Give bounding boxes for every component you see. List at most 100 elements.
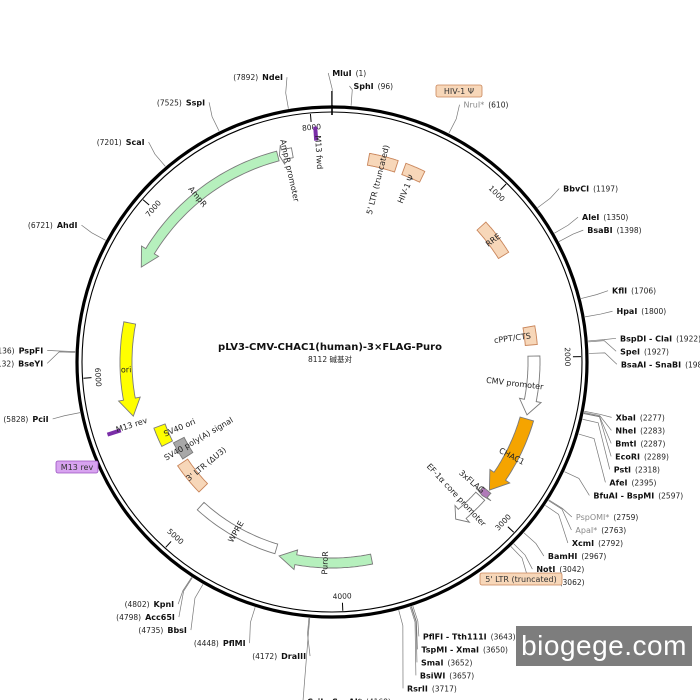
site-label: AfeI (2395) bbox=[609, 478, 656, 487]
tick-label: 8000 bbox=[302, 122, 322, 133]
site-label: AleI(1350) bbox=[582, 213, 628, 222]
site-position: (4448) bbox=[194, 639, 219, 648]
site-label: (6132)BseYI bbox=[0, 359, 43, 368]
site-rsrii: RsrII(3717) bbox=[398, 610, 457, 693]
feature-shape bbox=[476, 221, 510, 260]
site-name: ScaI bbox=[126, 138, 145, 147]
site-leader bbox=[412, 605, 420, 637]
site-position: (610) bbox=[488, 101, 508, 110]
feature-shape bbox=[278, 144, 294, 165]
feature-label: M13 fwd bbox=[313, 135, 324, 169]
site-name: PspOMI* bbox=[576, 513, 610, 522]
site-name: BbvCI bbox=[563, 185, 589, 194]
feature-chac1: CHAC1 bbox=[488, 416, 535, 491]
site-label: (4735)BbsI bbox=[138, 626, 187, 635]
feature-shape bbox=[196, 501, 279, 555]
plasmid-title: pLV3-CMV-CHAC1(human)-3×FLAG-Puro bbox=[218, 342, 442, 353]
site-leader bbox=[564, 471, 590, 496]
site-pflmi: (4448) PflMI bbox=[194, 607, 256, 648]
primer-mark bbox=[106, 428, 122, 437]
site-label: RsrII(3717) bbox=[407, 684, 457, 693]
site-ecori: EcoRI(2289) bbox=[583, 413, 669, 461]
site-name: BsaBI bbox=[587, 226, 612, 235]
site-label: NruI*(610) bbox=[464, 101, 509, 110]
site-position: (4172) bbox=[252, 652, 277, 661]
site-label: (4448) PflMI bbox=[194, 639, 246, 648]
site-name: MluI bbox=[332, 69, 351, 78]
site-position: (2967) bbox=[581, 552, 606, 561]
site-label: (4172)DraIII bbox=[252, 652, 306, 661]
site-position: (1922) bbox=[676, 334, 700, 343]
site-label: (5828)PciI bbox=[3, 415, 48, 424]
site-label: SphI(96) bbox=[353, 82, 393, 91]
site-leader bbox=[578, 433, 606, 483]
site-name: NruI* bbox=[464, 101, 485, 110]
feature-cppt-cts: cPPT/CTS bbox=[493, 325, 538, 346]
site-position: (1197) bbox=[593, 185, 618, 194]
site-position: (2792) bbox=[598, 539, 623, 548]
site-name: BspDI - ClaI bbox=[620, 334, 672, 343]
site-label: BsaBI (1398) bbox=[587, 226, 641, 235]
site-csii-sexai: CsiI - SexAI*(4168) bbox=[302, 618, 391, 700]
site-label: BfuAI - BspMI(2597) bbox=[593, 491, 683, 500]
site-position: (1) bbox=[356, 69, 367, 78]
site-label: BmtI(2287) bbox=[615, 439, 665, 448]
site-name: PciI bbox=[32, 415, 48, 424]
tick-mark bbox=[309, 113, 312, 122]
site-position: (4798) bbox=[116, 613, 141, 622]
site-name: XbaI bbox=[616, 413, 636, 422]
site-name: AfeI bbox=[609, 478, 627, 487]
site-position: (2597) bbox=[658, 491, 683, 500]
site-position: (2395) bbox=[631, 478, 656, 487]
site-scai: (7201)ScaI bbox=[97, 138, 166, 167]
site-label: BamHI(2967) bbox=[548, 552, 607, 561]
site-name: ApaI* bbox=[575, 526, 597, 535]
site-leader bbox=[588, 352, 618, 365]
tick-label: 7000 bbox=[144, 198, 163, 219]
site-name: BseYI bbox=[18, 359, 43, 368]
site-apai: ApaI*(2763) bbox=[548, 500, 626, 535]
site-label: (7201)ScaI bbox=[97, 138, 145, 147]
feature-shape bbox=[488, 416, 535, 491]
feature-cmv-promoter: CMV promoter bbox=[486, 355, 545, 416]
site-position: (6136) bbox=[0, 346, 15, 355]
tick-mark bbox=[500, 183, 507, 191]
site-leader bbox=[307, 617, 311, 657]
callout-box bbox=[55, 460, 99, 474]
site-label: (6136)PspFI bbox=[0, 346, 43, 355]
site-pcii: (5828)PciI bbox=[3, 412, 81, 424]
site-label: ApaI*(2763) bbox=[575, 526, 626, 535]
site-pspfi: (6136)PspFI bbox=[0, 346, 76, 355]
site-leader bbox=[148, 141, 166, 167]
callout-5-ltr-truncated: 5' LTR (truncated) bbox=[479, 572, 563, 586]
site-bsiwi: BsiWI(3657) bbox=[409, 606, 474, 680]
site-leader bbox=[302, 618, 311, 700]
site-label: MluI (1) bbox=[332, 69, 366, 78]
site-position: (1800) bbox=[641, 307, 666, 316]
site-name: HpaI bbox=[617, 307, 638, 316]
site-label: (7892)NdeI bbox=[233, 73, 283, 82]
site-position: (1350) bbox=[603, 213, 628, 222]
site-position: (1927) bbox=[644, 347, 669, 356]
feature-shape bbox=[172, 436, 194, 460]
site-label: EcoRI(2289) bbox=[615, 452, 669, 461]
site-name: BbsI bbox=[167, 626, 187, 635]
site-position: (1706) bbox=[631, 287, 656, 296]
site-position: (1398) bbox=[617, 226, 642, 235]
watermark: biogege.com bbox=[516, 626, 692, 666]
site-draiii: (4172)DraIII bbox=[252, 617, 311, 661]
tick-label: 2000 bbox=[563, 347, 572, 367]
site-leader bbox=[349, 85, 353, 106]
site-name: BamHI bbox=[548, 552, 578, 561]
tick-label: 5000 bbox=[165, 527, 185, 547]
tick-label: 4000 bbox=[332, 591, 352, 601]
site-name: PflMI bbox=[223, 639, 246, 648]
site-name: SspI bbox=[186, 98, 205, 107]
feature-hiv-1: HIV-1 Ψ bbox=[396, 162, 426, 205]
feature-m13-rev: M13 rev bbox=[106, 416, 149, 437]
site-position: (3717) bbox=[432, 684, 457, 693]
site-leader bbox=[558, 229, 584, 242]
site-leader bbox=[208, 102, 220, 132]
site-position: (3652) bbox=[447, 658, 472, 667]
